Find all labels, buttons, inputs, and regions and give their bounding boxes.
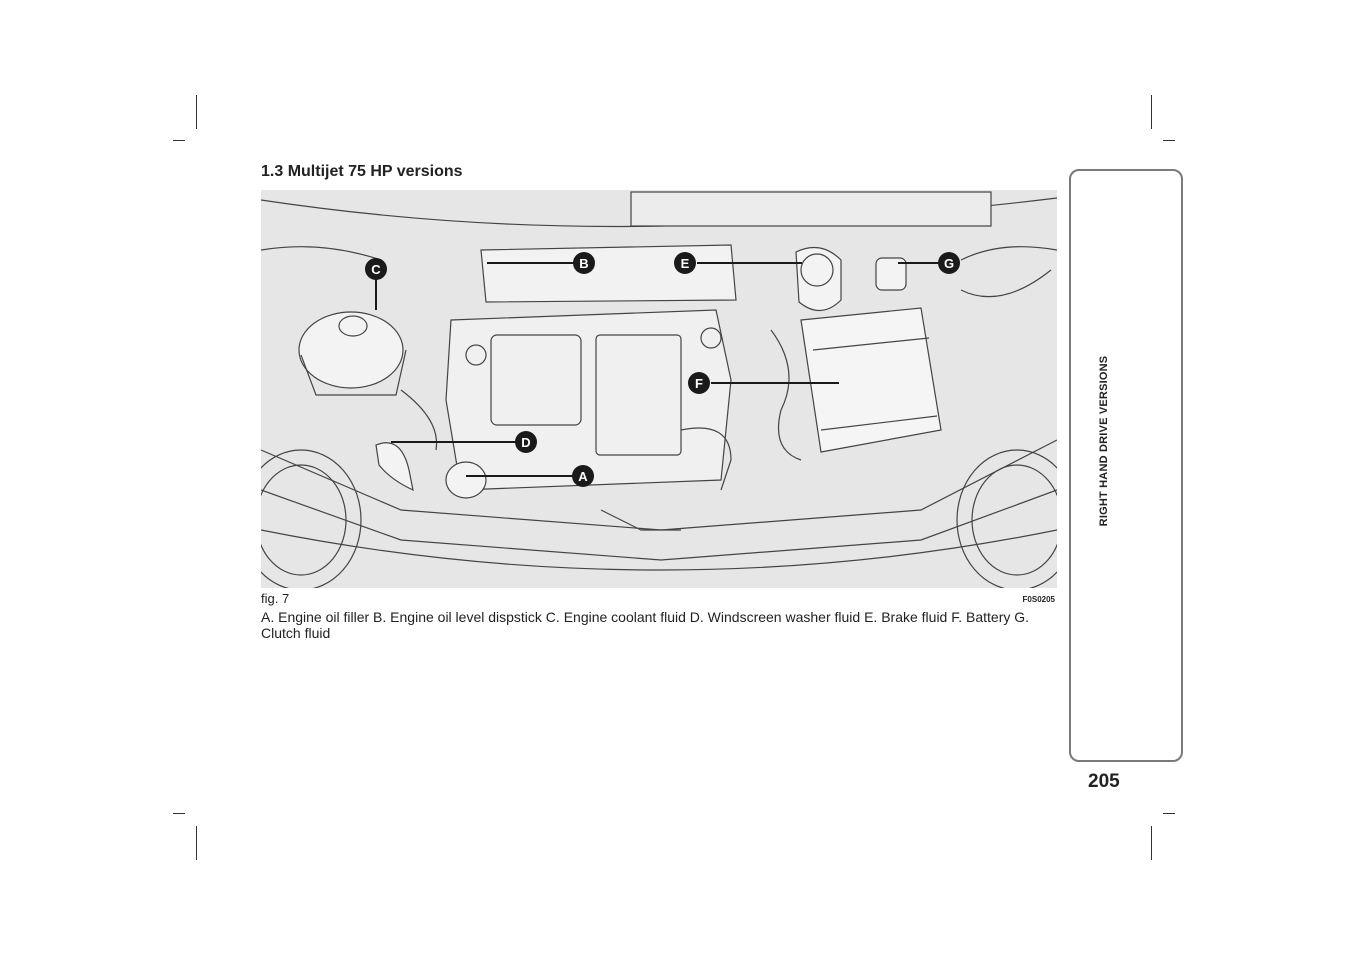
callout-d-marker: D: [515, 431, 537, 453]
figure-code: F0S0205: [1022, 595, 1055, 604]
callout-g-label: G: [944, 256, 954, 271]
crop-mark: [1163, 140, 1175, 141]
side-tab-label: RIGHT HAND DRIVE VERSIONS: [1098, 355, 1110, 527]
page-number: 205: [1088, 771, 1120, 792]
crop-mark: [1163, 813, 1175, 814]
callout-b-marker: B: [573, 252, 595, 274]
figure-label: fig. 7: [261, 591, 290, 606]
callout-e-marker: E: [674, 252, 696, 274]
callout-d-label: D: [521, 435, 530, 450]
callout-e-label: E: [681, 256, 690, 271]
crop-mark: [173, 140, 185, 141]
callout-a-marker: A: [572, 465, 594, 487]
engine-bay-drawing: A B C D E F G: [261, 191, 1057, 588]
callout-c-marker: C: [365, 258, 387, 280]
crop-mark: [173, 813, 185, 814]
side-tab: [1069, 169, 1183, 762]
crop-mark: [1151, 95, 1152, 129]
callout-f-marker: F: [688, 372, 710, 394]
callout-f-label: F: [695, 376, 703, 391]
engine-bay-illustration: A B C D E F G: [261, 190, 1057, 588]
crop-mark: [196, 95, 197, 129]
callout-b-label: B: [579, 256, 588, 271]
figure-caption: A. Engine oil filler B. Engine oil level…: [261, 609, 1030, 641]
section-title: 1.3 Multijet 75 HP versions: [261, 163, 463, 180]
callout-a-label: A: [578, 469, 588, 484]
callout-markers: A B C D E F G: [365, 252, 960, 487]
callout-c-label: C: [371, 262, 381, 277]
callout-g-marker: G: [938, 252, 960, 274]
crop-mark: [1151, 826, 1152, 860]
crop-mark: [196, 826, 197, 860]
